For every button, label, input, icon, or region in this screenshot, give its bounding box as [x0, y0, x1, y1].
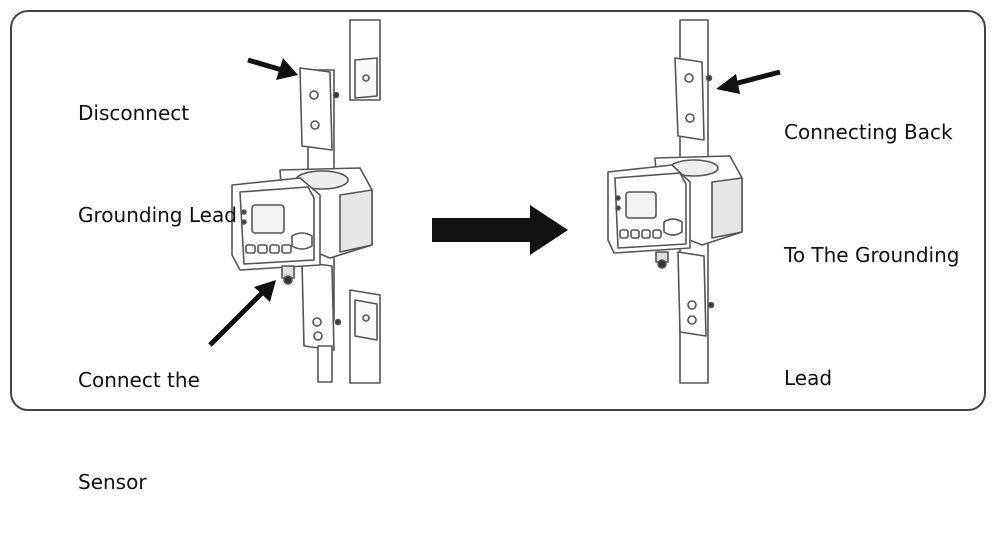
connect-sensor-label-line-2: Sensor — [78, 470, 147, 494]
lower-strap-plate-left — [301, 261, 342, 383]
connecting-back-label-line-2: To The Grounding — [784, 243, 960, 267]
clamp-sensor-right — [607, 155, 743, 269]
connect-sensor-pointer-arrow — [208, 280, 276, 347]
upper-strap-plate-right — [674, 57, 713, 141]
disconnect-label-line-1: Disconnect — [78, 101, 190, 125]
upper-grounding-lead-left — [349, 19, 381, 101]
connecting-back-label-line-1: Connecting Back — [784, 120, 953, 144]
disconnect-label-line-2: Grounding Lead — [78, 203, 237, 227]
lower-grounding-lead-left — [349, 289, 381, 384]
diagram-drawing — [208, 19, 781, 384]
disconnect-label: Disconnect Grounding Lead — [78, 28, 237, 266]
process-arrow — [432, 205, 568, 255]
connect-sensor-label: Connect the Sensor — [78, 295, 200, 533]
connecting-back-label-line-3: Lead — [784, 366, 833, 390]
lower-strap-plate-right — [677, 251, 715, 337]
diagram-frame — [10, 10, 986, 411]
upper-strap-plate-left — [299, 67, 340, 151]
connecting-back-label: Connecting Back To The Grounding Lead — [784, 30, 959, 440]
connecting-back-pointer-arrow — [716, 69, 781, 94]
disconnect-pointer-arrow — [247, 57, 298, 80]
connect-sensor-label-line-1: Connect the — [78, 368, 200, 392]
clamp-sensor-left — [231, 167, 373, 285]
